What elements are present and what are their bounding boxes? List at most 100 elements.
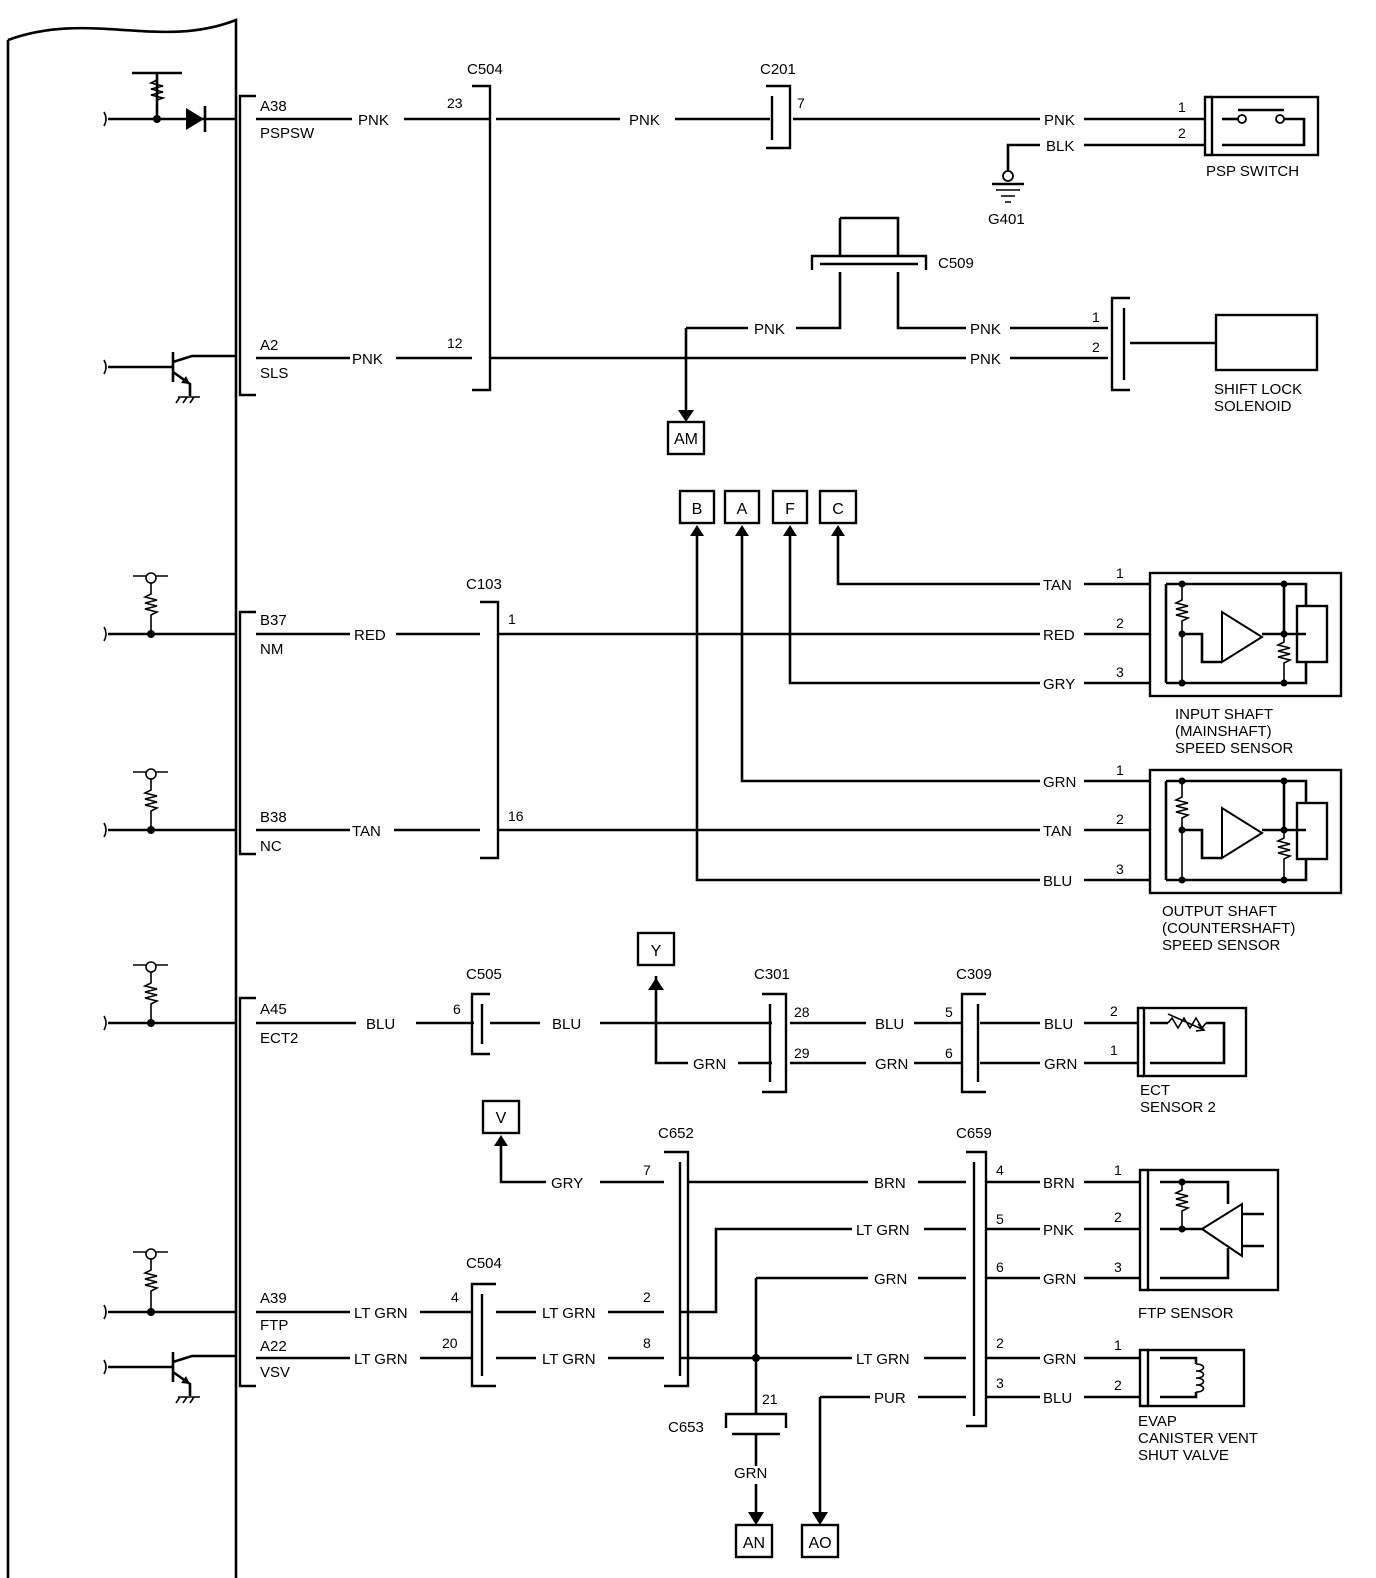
evap-pin-1: 1 [1114,1337,1122,1353]
ref-a: A [737,501,748,518]
wire-output-tan: TAN [1043,823,1072,840]
wire-a45-blu-1: BLU [366,1016,395,1033]
c301-label: C301 [754,966,790,983]
output-sensor-label-3: SPEED SENSOR [1162,937,1281,954]
pin-a45: A45 [260,1001,287,1018]
wire-c652-ltgrn: LT GRN [856,1222,910,1239]
c504-pin-4: 4 [451,1289,459,1305]
c309-label: C309 [956,966,992,983]
c659-pin-5: 5 [996,1211,1004,1227]
wire-b38-tan: TAN [352,823,381,840]
input-pin-2: 2 [1116,615,1124,631]
output-sensor-label-1: OUTPUT SHAFT [1162,903,1277,920]
pin-a38: A38 [260,98,287,115]
wire-a45-blu-2: BLU [552,1016,581,1033]
wire-ect-grn: GRN [1044,1056,1077,1073]
psp-pin-2: 2 [1178,125,1186,141]
pin-a45-name: ECT2 [260,1030,298,1047]
evap-label-1: EVAP [1138,1413,1177,1430]
wire-a38-pnk-2: PNK [629,112,660,129]
input-pin-3: 3 [1116,664,1124,680]
ref-am-label: AM [674,431,698,448]
wire-c652-brn: BRN [874,1175,906,1192]
pin-a22-name: VSV [260,1364,290,1381]
input-pin-1: 1 [1116,565,1124,581]
ref-c: C [832,501,844,518]
ecm-circuit-a45 [103,961,236,1031]
input-sensor-label-1: INPUT SHAFT [1175,706,1273,723]
ect-pin-1: 1 [1110,1042,1118,1058]
output-pin-2: 2 [1116,811,1124,827]
wire-c652-grn: GRN [874,1271,907,1288]
pin-b38: B38 [260,809,287,826]
psp-switch-label: PSP SWITCH [1206,163,1299,180]
c301-pin-28: 28 [794,1004,810,1020]
c103-pin-1: 1 [508,611,516,627]
wire-c301-grn: GRN [875,1056,908,1073]
circuit-ftp-evap: V GRY C652 7 2 8 C504 4 20 LT GRN LT GRN… [256,1099,1280,1559]
c659-pin-6: 6 [996,1259,1004,1275]
c652-label: C652 [658,1125,694,1142]
wire-ftp-pnk: PNK [1043,1222,1074,1239]
wire-ect-blu: BLU [1044,1016,1073,1033]
wire-a22-ltgrn-1: LT GRN [354,1351,408,1368]
c659-pin-4: 4 [996,1162,1004,1178]
wire-c652-pur: PUR [874,1390,906,1407]
c659-label: C659 [956,1125,992,1142]
ecm-circuit-b38 [103,768,236,838]
input-sensor-label-2: (MAINSHAFT) [1175,723,1272,740]
c659-pin-3: 3 [996,1375,1004,1391]
wire-ftp-grn: GRN [1043,1271,1076,1288]
c103-label: C103 [466,576,502,593]
output-pin-3: 3 [1116,861,1124,877]
c652-pin-2: 2 [643,1289,651,1305]
ref-f: F [785,501,795,518]
pin-a22: A22 [260,1338,287,1355]
ftp-pin-2: 2 [1114,1209,1122,1225]
c309-pin-5: 5 [945,1004,953,1020]
c201-pin-7: 7 [797,95,805,111]
shift-lock-label-2: SOLENOID [1214,398,1292,415]
wire-sls-pnk: PNK [970,351,1001,368]
wire-a39-ltgrn-1: LT GRN [354,1305,408,1322]
c659-pin-2: 2 [996,1335,1004,1351]
evap-label-3: SHUT VALVE [1138,1447,1229,1464]
ref-am: AM [666,420,706,456]
wire-a39-ltgrn-2: LT GRN [542,1305,596,1322]
circuit-shift-lock: PNK 12 PNK C509 PNK PNK 1 2 SHIFT LOCK S… [256,216,1319,422]
c504-pin-23: 23 [447,95,463,111]
ref-v: V [496,1110,507,1127]
pin-b37: B37 [260,612,287,629]
evap-pin-2: 2 [1114,1377,1122,1393]
ecm-circuit-b37 [103,572,236,642]
input-sensor-label-3: SPEED SENSOR [1175,740,1294,757]
wire-input-red: RED [1043,627,1075,644]
c652-pin-8: 8 [643,1335,651,1351]
ground-g401: G401 [988,211,1025,228]
c504-bottom-label: C504 [466,1255,502,1272]
c504-pin-20: 20 [442,1335,458,1351]
pin-b38-name: NC [260,838,282,855]
pin-a38-name: PSPSW [260,125,315,142]
sls-pin-1: 1 [1092,309,1100,325]
output-sensor-label-2: (COUNTERSHAFT) [1162,920,1295,937]
wire-c509-left-pnk: PNK [754,321,785,338]
ect-pin-2: 2 [1110,1003,1118,1019]
ecm-body [6,18,238,1578]
c309-pin-6: 6 [945,1045,953,1061]
wire-psp-pnk: PNK [1044,112,1075,129]
c505-pin-6: 6 [453,1001,461,1017]
ecm-circuit-a22-transistor [103,1352,236,1404]
ftp-pin-1: 1 [1114,1162,1122,1178]
ref-y: Y [651,943,662,960]
wire-c509-right-pnk: PNK [970,321,1001,338]
ecm-connector-brackets [238,94,256,1388]
ecm-pin-labels: A38 PSPSW A2 SLS B37 NM B38 NC A45 ECT2 … [260,98,315,1381]
ecm-circuit-a2-transistor [103,352,236,404]
wire-evap-blu: BLU [1043,1390,1072,1407]
wire-c652-ltgrn-2: LT GRN [856,1351,910,1368]
ftp-pin-3: 3 [1114,1259,1122,1275]
pin-a2-name: SLS [260,365,288,382]
shift-lock-label-1: SHIFT LOCK [1214,381,1302,398]
c504-pin-12: 12 [447,335,463,351]
